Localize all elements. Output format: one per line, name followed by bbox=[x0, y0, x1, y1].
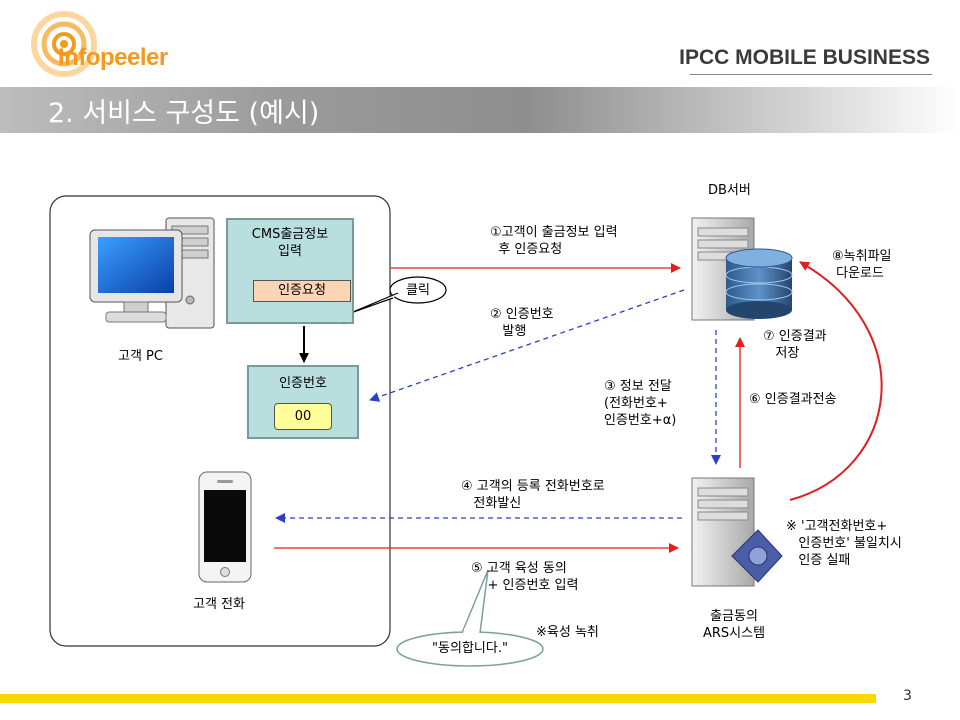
logo-mark-icon bbox=[31, 11, 97, 77]
step3-label: ③ 정보 전달 (전화번호+ 인증번호+α) bbox=[604, 379, 677, 428]
auth-number-title: 인증번호 bbox=[279, 376, 327, 391]
step2-label: ② 인증번호 발행 bbox=[490, 307, 554, 339]
page-number: 3 bbox=[903, 688, 912, 704]
ars-server-icon bbox=[691, 477, 755, 587]
step1-label: ①고객이 출금정보 입력 후 인증요청 bbox=[490, 225, 618, 257]
header-underline bbox=[690, 74, 932, 75]
smartphone-icon bbox=[198, 471, 252, 583]
phone-label: 고객 전화 bbox=[193, 597, 245, 612]
auth-request-button[interactable]: 인증요청 bbox=[253, 280, 351, 302]
gear-icon bbox=[731, 529, 783, 583]
logo-text: Infopeeler bbox=[58, 44, 168, 71]
click-label: 클릭 bbox=[406, 283, 430, 298]
title-bar bbox=[0, 87, 960, 133]
pc-label: 고객 PC bbox=[118, 349, 163, 364]
consent-quote: "동의합니다." bbox=[432, 641, 508, 656]
cms-title: CMS출금정보 입력 bbox=[251, 227, 329, 259]
cms-input-box bbox=[226, 218, 354, 324]
company-name: IPCC MOBILE BUSINESS bbox=[679, 46, 930, 69]
arrow-step2-issue bbox=[369, 289, 685, 402]
monitor-icon bbox=[89, 229, 183, 323]
step5-label: ⑤ 고객 육성 동의 + 인증번호 입력 bbox=[471, 561, 579, 593]
customer-zone-box bbox=[49, 195, 391, 647]
arrow-step8-download bbox=[789, 261, 883, 501]
db-server-label: DB서버 bbox=[708, 183, 751, 198]
step6-label: ⑥ 인증결과전송 bbox=[749, 392, 837, 407]
auth-code-field: 00 bbox=[274, 403, 332, 430]
record-note: ※육성 녹취 bbox=[536, 625, 599, 640]
page-title: 2. 서비스 구성도 (예시) bbox=[48, 98, 320, 129]
step7-label: ⑦ 인증결과 저장 bbox=[763, 329, 827, 361]
ars-system-label: 출금동의 ARS시스템 bbox=[702, 609, 766, 641]
consent-tail-joint bbox=[464, 628, 478, 636]
fail-note: ※ '고객전화번호+ 인증번호' 불일치시 인증 실패 bbox=[786, 519, 902, 568]
step8-label: ⑧녹취파일 다운로드 bbox=[832, 249, 892, 281]
consent-speech-tail bbox=[461, 569, 489, 634]
database-cylinder-icon bbox=[725, 248, 793, 319]
footer-bar bbox=[0, 694, 876, 703]
click-callout-bubble bbox=[389, 276, 447, 304]
step4-label: ④ 고객의 등록 전화번호로 전화발신 bbox=[461, 479, 605, 511]
